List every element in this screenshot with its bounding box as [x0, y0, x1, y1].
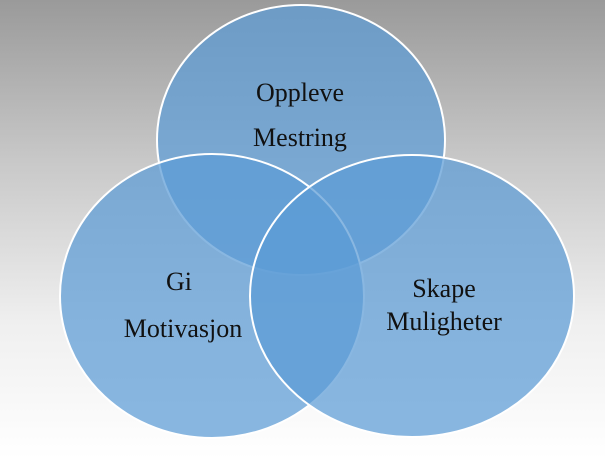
circle-right [249, 154, 575, 438]
left-circle-label-line2: Motivasjon [124, 314, 242, 343]
top-circle-label-line1: Oppleve [256, 78, 344, 107]
left-circle-label-line1: Gi [166, 267, 192, 296]
right-circle-label-line1: Skape [412, 274, 476, 303]
top-circle-label-line2: Mestring [253, 123, 347, 152]
circle-group [59, 4, 575, 439]
right-circle-label-line2: Muligheter [386, 307, 502, 336]
